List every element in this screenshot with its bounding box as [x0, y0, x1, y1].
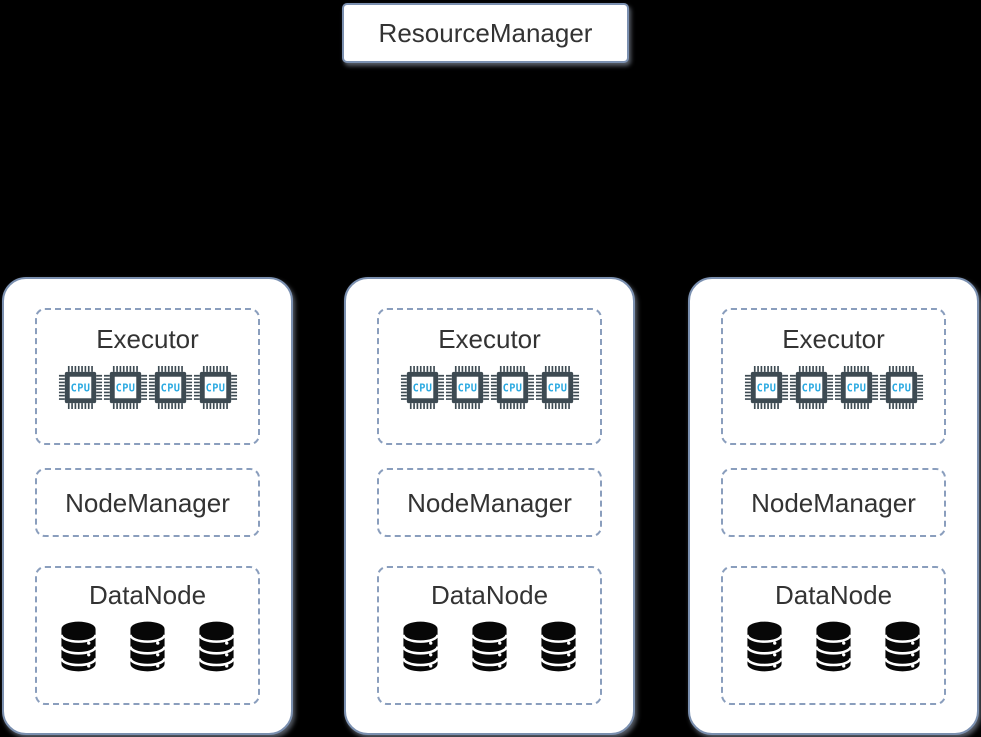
datanode-box: DataNode [721, 566, 946, 705]
executor-label: Executor [782, 324, 885, 354]
nodemanager-box: NodeManager [35, 468, 260, 537]
database-icon [745, 620, 784, 673]
cpu-icon [102, 364, 149, 411]
cpu-icon [444, 364, 491, 411]
datanode-box: DataNode [377, 566, 602, 705]
database-icon [539, 620, 578, 673]
database-icon [401, 620, 440, 673]
cpu-icon [192, 364, 239, 411]
cpu-row [37, 364, 258, 411]
worker-node-2: Executor NodeManager DataNode [344, 277, 635, 735]
cpu-icon [743, 364, 790, 411]
datanode-label: DataNode [88, 580, 207, 610]
database-icon [814, 620, 853, 673]
worker-node-3: Executor NodeManager DataNode [688, 277, 979, 735]
cpu-icon [534, 364, 581, 411]
cpu-row [723, 364, 944, 411]
database-row [723, 620, 944, 673]
nodemanager-label: NodeManager [751, 487, 916, 518]
executor-box: Executor [377, 308, 602, 445]
cpu-icon [833, 364, 880, 411]
executor-label: Executor [438, 324, 541, 354]
database-icon [59, 620, 98, 673]
executor-box: Executor [35, 308, 260, 445]
cpu-icon [57, 364, 104, 411]
database-icon [470, 620, 509, 673]
nodemanager-box: NodeManager [721, 468, 946, 537]
nodemanager-box: NodeManager [377, 468, 602, 537]
datanode-label: DataNode [774, 580, 893, 610]
datanode-label: DataNode [430, 580, 549, 610]
cpu-icon [788, 364, 835, 411]
cpu-icon [878, 364, 925, 411]
resource-manager-box: ResourceManager [342, 3, 629, 63]
database-row [37, 620, 258, 673]
database-icon [883, 620, 922, 673]
cpu-icon [399, 364, 446, 411]
datanode-box: DataNode [35, 566, 260, 705]
cpu-row [379, 364, 600, 411]
database-row [379, 620, 600, 673]
nodemanager-label: NodeManager [65, 487, 230, 518]
executor-label: Executor [96, 324, 199, 354]
resource-manager-label: ResourceManager [378, 17, 593, 48]
worker-node-1: Executor NodeManager DataNode [2, 277, 293, 735]
cpu-icon [147, 364, 194, 411]
executor-box: Executor [721, 308, 946, 445]
database-icon [197, 620, 236, 673]
database-icon [128, 620, 167, 673]
nodemanager-label: NodeManager [407, 487, 572, 518]
cpu-icon [489, 364, 536, 411]
